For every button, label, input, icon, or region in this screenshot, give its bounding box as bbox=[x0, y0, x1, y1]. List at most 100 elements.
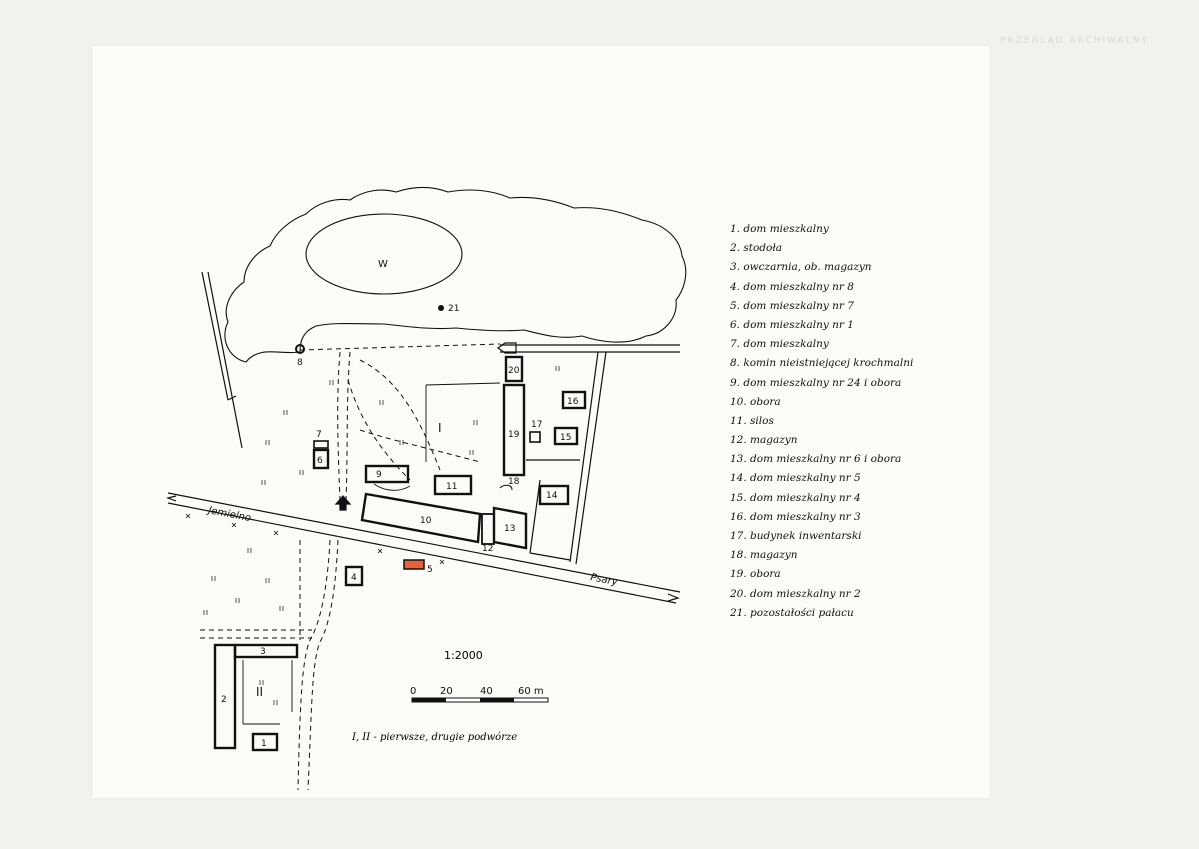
pond-outline bbox=[305, 213, 463, 295]
map-scale: 1:2000 bbox=[444, 649, 483, 662]
yard-1-label: I bbox=[438, 421, 442, 435]
archive-mark: PRZEGLĄD ARCHIWALNY bbox=[1000, 36, 1149, 46]
legend-item: 10. obora bbox=[730, 395, 781, 408]
yard-2-label: II bbox=[256, 685, 263, 699]
label-17: 17 bbox=[531, 420, 542, 430]
farm-fence-east bbox=[575, 351, 607, 565]
building-12 bbox=[481, 513, 495, 545]
field-boundary bbox=[227, 395, 237, 401]
farm-lane bbox=[529, 552, 571, 561]
building-19 bbox=[502, 383, 526, 477]
legend-item: 15. dom mieszkalny nr 4 bbox=[730, 491, 861, 504]
legend-item: 18. magazyn bbox=[730, 549, 798, 562]
legend-item: 7. dom mieszkalny bbox=[730, 338, 829, 351]
legend-item: 4. dom mieszkalny nr 8 bbox=[730, 280, 854, 293]
label-12: 12 bbox=[482, 544, 493, 554]
svg-text:40: 40 bbox=[480, 686, 493, 697]
legend-item: 1. dom mieszkalny bbox=[730, 223, 829, 235]
legend-item: 12. magazyn bbox=[730, 434, 798, 447]
building-1 bbox=[251, 732, 279, 752]
label-19: 19 bbox=[508, 430, 520, 440]
dashed-paths bbox=[200, 343, 501, 791]
field-boundary bbox=[207, 271, 243, 449]
legend-item: 6. dom mieszkalny nr 1 bbox=[730, 318, 854, 331]
legend-item: 16. dom mieszkalny nr 3 bbox=[730, 510, 861, 523]
pond-label: W bbox=[378, 259, 388, 270]
building-6 bbox=[312, 448, 330, 470]
building-20 bbox=[504, 355, 524, 383]
building-3 bbox=[233, 643, 299, 659]
road-label-east: Psary bbox=[589, 572, 619, 588]
label-10: 10 bbox=[420, 516, 432, 526]
entrance-arrow bbox=[334, 495, 352, 511]
legend-item: 19. obora bbox=[730, 568, 781, 581]
building-2 bbox=[213, 643, 237, 750]
label-9: 9 bbox=[376, 470, 382, 480]
legend-item: 2. stodoła bbox=[730, 242, 782, 255]
legend: 1. dom mieszkalny 2. stodoła 3. owczarni… bbox=[730, 220, 913, 623]
arrow-farm-road bbox=[496, 342, 517, 354]
label-11: 11 bbox=[446, 482, 457, 492]
legend-item: 14. dom mieszkalny nr 5 bbox=[730, 472, 861, 485]
park-outline bbox=[224, 186, 687, 363]
yard-note: I, II - pierwsze, drugie podwórze bbox=[352, 732, 518, 743]
yard-1-fence bbox=[425, 382, 501, 462]
palace-remains-marker bbox=[438, 305, 444, 311]
field-boundary bbox=[201, 271, 229, 401]
building-14 bbox=[538, 484, 570, 506]
label-15: 15 bbox=[560, 433, 571, 443]
arrow-east bbox=[667, 593, 680, 602]
chimney-marker bbox=[295, 344, 305, 354]
building-10 bbox=[360, 492, 482, 544]
building-labels: 20 19 16 15 17 14 18 9 11 10 12 13 7 6 4… bbox=[221, 366, 579, 749]
main-road-north-edge bbox=[167, 492, 681, 593]
building-17 bbox=[529, 431, 541, 443]
label-4: 4 bbox=[351, 573, 357, 583]
legend-item: 17. budynek inwentarski bbox=[730, 530, 862, 542]
svg-text:60 m: 60 m bbox=[518, 686, 544, 697]
legend-item: 11. silos bbox=[730, 414, 774, 427]
building-15 bbox=[553, 426, 579, 446]
building-9 bbox=[364, 464, 410, 484]
legend-item: 21. pozostałości pałacu bbox=[730, 606, 854, 619]
legend-item: 20. dom mieszkalny nr 2 bbox=[730, 587, 861, 600]
buildings bbox=[213, 355, 587, 752]
label-13: 13 bbox=[504, 524, 515, 534]
storage-18-marker bbox=[499, 484, 513, 491]
label-3: 3 bbox=[260, 647, 266, 657]
label-16: 16 bbox=[567, 397, 579, 407]
label-14: 14 bbox=[546, 491, 558, 501]
label-20: 20 bbox=[508, 366, 520, 376]
label-5: 5 bbox=[427, 565, 433, 575]
legend-item: 8. komin nieistniejącej krochmalni bbox=[730, 357, 914, 370]
legend-item: 5. dom mieszkalny nr 7 bbox=[730, 299, 854, 312]
farm-fence-east bbox=[569, 351, 599, 563]
scale-ticks: 0 20 40 60 m bbox=[410, 686, 544, 697]
fence-marks bbox=[185, 513, 445, 565]
label-2: 2 bbox=[221, 695, 227, 705]
label-8: 8 bbox=[297, 358, 303, 368]
label-21: 21 bbox=[448, 304, 459, 314]
building-4 bbox=[344, 565, 364, 587]
grass-marks bbox=[203, 366, 560, 705]
building-11 bbox=[433, 474, 473, 496]
legend-item: 13. dom mieszkalny nr 6 i obora bbox=[730, 453, 902, 466]
building-7 bbox=[313, 440, 329, 449]
svg-text:20: 20 bbox=[440, 686, 453, 697]
main-road-south-edge bbox=[167, 502, 677, 604]
label-1: 1 bbox=[261, 739, 267, 749]
building-16 bbox=[561, 390, 587, 410]
building-9-hatch bbox=[373, 483, 411, 491]
yard-2-fence bbox=[242, 660, 293, 725]
map-sheet bbox=[92, 46, 990, 798]
building-5-highlight bbox=[403, 559, 425, 570]
label-18: 18 bbox=[508, 477, 520, 487]
arrow-west bbox=[165, 495, 177, 502]
legend-item: 3. owczarnia, ob. magazyn bbox=[730, 261, 872, 274]
svg-text:0: 0 bbox=[410, 686, 416, 697]
legend-item: 9. dom mieszkalny nr 24 i obora bbox=[730, 376, 902, 389]
label-6: 6 bbox=[317, 456, 323, 466]
farm-lane bbox=[529, 479, 541, 554]
building-13 bbox=[492, 506, 528, 550]
